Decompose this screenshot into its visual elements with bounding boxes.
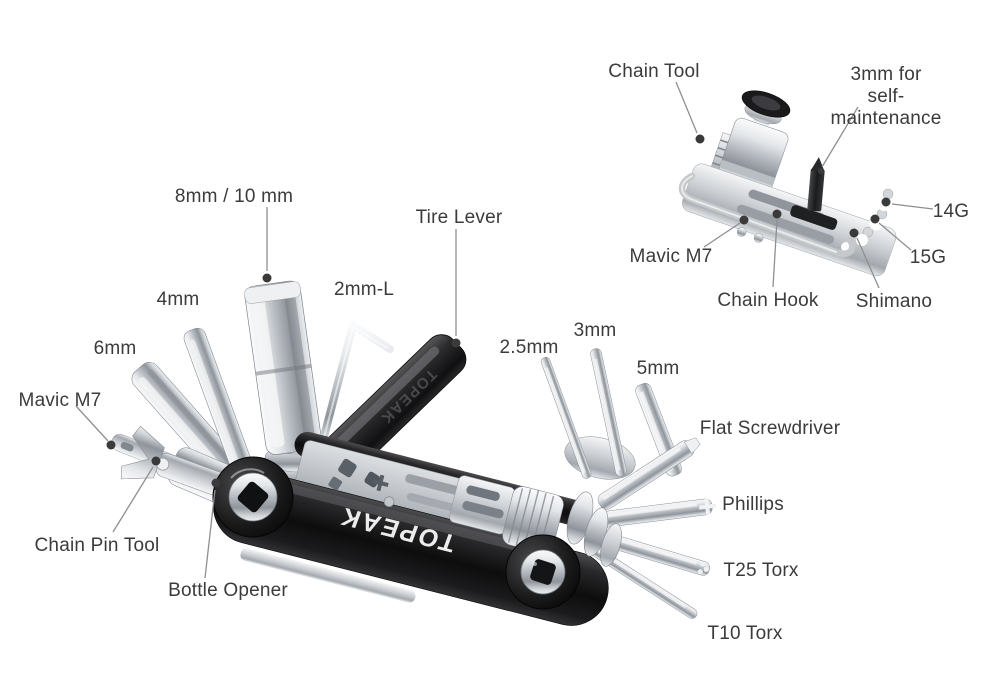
- leader-14g: [891, 203, 934, 210]
- dot-chain-pin-tool: [151, 456, 161, 466]
- hex-key-2-5mm: [540, 357, 592, 479]
- hex-key-2mm-l: [316, 321, 394, 456]
- leader-bottle-opener: [204, 489, 216, 579]
- dot-14g: [881, 197, 891, 207]
- dot-shimano: [849, 228, 859, 238]
- leader-chain-hook: [772, 219, 778, 288]
- dot-chain-hook: [772, 209, 782, 219]
- dot-mavic-m7-left: [106, 440, 116, 450]
- leader-15g: [878, 222, 912, 251]
- chain-tool-inset: [678, 90, 897, 277]
- leader-mavic-m7-inset: [703, 222, 741, 248]
- chain-tool-knob: [741, 90, 791, 127]
- t25-torx-bit: [597, 531, 710, 576]
- dot-3mm-self-maintenance: [818, 168, 824, 174]
- dot-mavic-m7-inset: [739, 215, 749, 225]
- right-knurled-collar: [566, 491, 622, 567]
- leader-shimano: [856, 237, 880, 289]
- leader-chain-tool: [675, 81, 698, 134]
- leader-chain-pin-tool: [112, 466, 154, 533]
- flat-screwdriver-bit: [597, 437, 701, 510]
- leader-mavic-m7-left: [75, 405, 109, 442]
- dot-chain-tool: [695, 134, 705, 144]
- hex-key-8mm-10mm: [244, 280, 322, 455]
- left-pivot-cap: [212, 456, 294, 538]
- dot-tire-lever: [451, 338, 461, 348]
- hex-key-3mm: [590, 348, 627, 477]
- dot-8mm-10mm: [262, 273, 272, 283]
- leader-3mm-self-maintenance: [821, 106, 859, 168]
- right-pivot-cap: [505, 534, 581, 610]
- dot-bottle-opener: [211, 478, 221, 488]
- dot-15g: [870, 214, 880, 224]
